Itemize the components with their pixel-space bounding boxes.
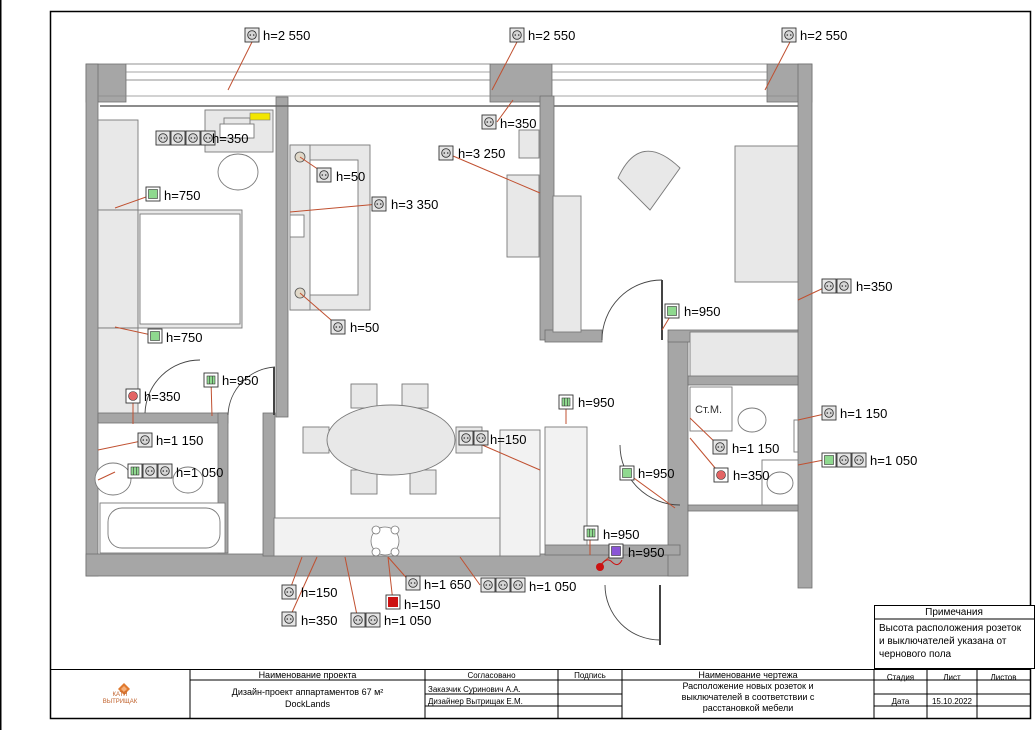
height-label: h=150 <box>490 432 527 447</box>
agreed-header: Согласовано <box>467 671 516 680</box>
height-label: h=150 <box>404 597 441 612</box>
drawing-name: Расположение новых розеток и выключателе… <box>681 681 815 713</box>
project-subname: DockLands <box>284 699 331 709</box>
height-label: h=350 <box>500 116 537 131</box>
height-label: h=950 <box>603 527 640 542</box>
signature-header: Подпись <box>574 671 606 680</box>
project-name: Дизайн-проект аппартаментов 67 м² <box>231 687 384 697</box>
height-label: h=350 <box>212 131 249 146</box>
height-label: h=750 <box>164 188 201 203</box>
height-label: h=50 <box>350 320 380 335</box>
height-label: h=350 <box>733 468 770 483</box>
height-label: h=950 <box>628 545 665 560</box>
height-label: h=350 <box>301 613 338 628</box>
height-label: h=350 <box>144 389 181 404</box>
height-label: h=1 050 <box>176 465 224 480</box>
customer: Заказчик Суринович А.А. <box>428 685 521 694</box>
height-label: h=1 050 <box>384 613 432 628</box>
height-label: h=2 550 <box>263 28 311 43</box>
height-label: h=2 550 <box>800 28 848 43</box>
height-label: h=1 050 <box>529 579 577 594</box>
notes-frame <box>874 605 1035 669</box>
height-label: h=950 <box>578 395 615 410</box>
height-label: h=2 550 <box>528 28 576 43</box>
height-label: h=1 650 <box>424 577 472 592</box>
project-name-header: Наименование проекта <box>258 670 357 680</box>
height-label: h=1 050 <box>870 453 918 468</box>
designer: Дизайнер Вытрищак Е.М. <box>428 697 523 706</box>
height-label: h=1 150 <box>840 406 888 421</box>
height-label: h=50 <box>336 169 366 184</box>
notes-text: Высота расположения розеток и выключател… <box>879 623 1022 660</box>
height-label: h=1 150 <box>156 433 204 448</box>
date-label: Дата <box>891 697 910 706</box>
height-label: h=950 <box>638 466 675 481</box>
sheets-header: Листов <box>990 673 1017 682</box>
height-label: h=750 <box>166 330 203 345</box>
stage-header: Стадия <box>886 673 915 682</box>
drawing-name-header: Наименование чертежа <box>698 670 798 680</box>
height-label: h=350 <box>856 279 893 294</box>
height-label: h=1 150 <box>732 441 780 456</box>
date-value: 15.10.2022 <box>931 697 973 706</box>
height-label: h=3 250 <box>458 146 506 161</box>
height-label: h=150 <box>301 585 338 600</box>
height-label: h=3 350 <box>391 197 439 212</box>
height-label: h=950 <box>222 373 259 388</box>
sheet-header: Лист <box>943 673 961 682</box>
height-label: h=950 <box>684 304 721 319</box>
logo: КАТЯ ВЫТРИЩАК <box>102 692 138 705</box>
title-block-frame <box>50 669 1031 719</box>
closet-label: Ст.М. <box>695 404 722 416</box>
notes-title: Примечания <box>925 607 983 618</box>
